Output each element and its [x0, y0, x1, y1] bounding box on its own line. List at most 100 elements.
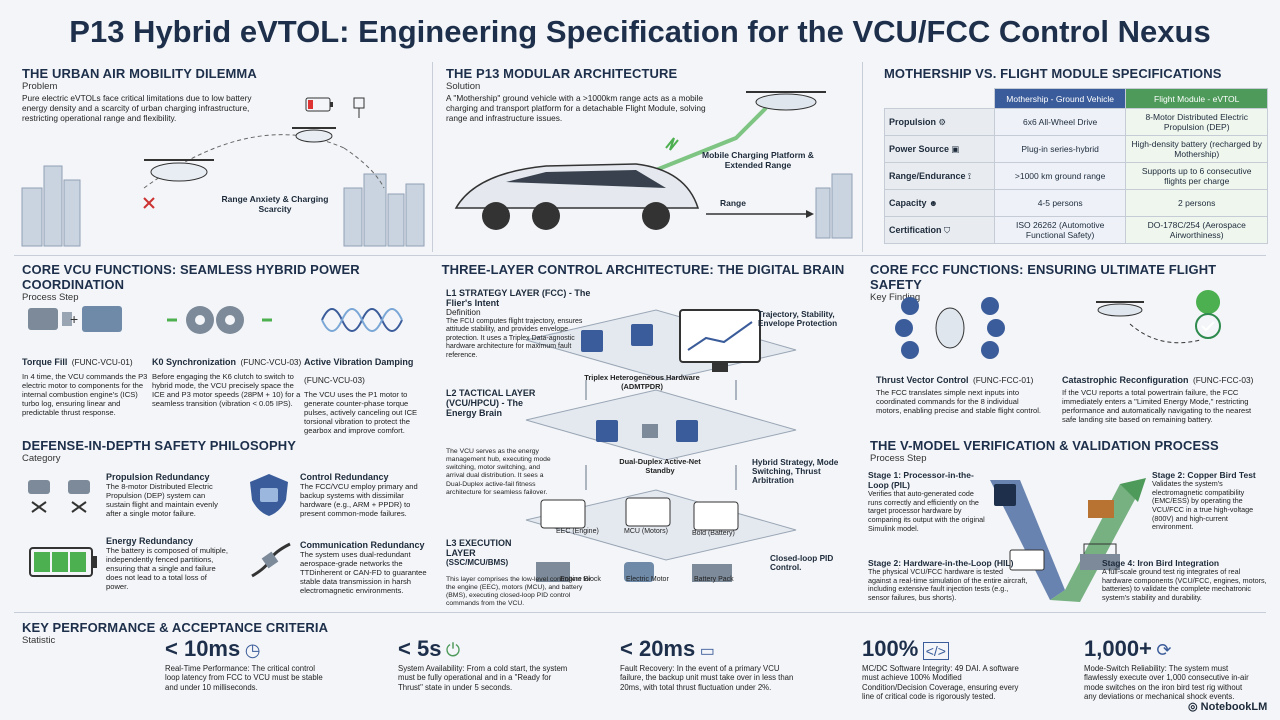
section-subtitle: Key Finding: [870, 292, 921, 303]
page-title: P13 Hybrid eVTOL: Engineering Specificat…: [69, 14, 1211, 49]
layer-side-label: Closed-loop PID Control.: [770, 554, 834, 572]
v-stage: Stage 2: Copper Bird Test Validates the …: [1152, 470, 1268, 532]
engine-block-icon: [536, 562, 570, 582]
modular-section: THE P13 MODULAR ARCHITECTURE Solution A …: [446, 66, 856, 124]
kpi-item: < 20ms ▭ Fault Recovery: In the event of…: [620, 636, 830, 692]
section-heading: CORE FCC FUNCTIONS: ENSURING ULTIMATE FL…: [870, 262, 1217, 292]
vcu-section: CORE VCU FUNCTIONS: SEAMLESS HYBRID POWE…: [22, 262, 442, 303]
plane-landing-icon: [1096, 301, 1144, 317]
code-icon: </>: [922, 642, 949, 660]
vcu-item: K0 Synchronization (FUNC-VCU-03) Before …: [152, 352, 302, 408]
layer-text: The FCU computes flight trajectory, ensu…: [446, 317, 583, 359]
stage-text: Validates the system's electromagnetic c…: [1152, 479, 1254, 532]
kpi-text: Mode-Switch Reliability: The system must…: [1084, 664, 1249, 702]
engine-icon: ▣: [951, 143, 960, 154]
spec-table: Mothership - Ground Vehicle Flight Modul…: [884, 88, 1268, 244]
divider: [432, 62, 433, 252]
clock-icon: ◷: [244, 640, 261, 660]
layer-title: L2 TACTICAL LAYER (VCU/HPCU) - The Energ…: [446, 388, 536, 418]
ground-vehicle-icon: [454, 163, 700, 230]
flight-module-icon: [746, 91, 826, 111]
kpi-text: System Availability: From a cold start, …: [398, 664, 568, 692]
notebook-icon: ◎: [1188, 701, 1198, 713]
safety-item: Communication Redundancy The system uses…: [300, 540, 428, 596]
kpi-value: 100%: [862, 636, 919, 661]
chip-icon: [581, 324, 698, 442]
shield-icon: [244, 470, 294, 520]
range-label: Range: [720, 198, 746, 208]
wheel-icon: ⚙: [938, 116, 946, 127]
item-title: Active Vibration Damping: [304, 357, 414, 367]
cell: ISO 26262 (Automotive Functional Safety): [993, 216, 1127, 244]
battery-icon: [28, 544, 100, 580]
part-label: Battery Pack: [694, 576, 734, 583]
layer-title: L3 EXECUTION LAYER: [446, 538, 512, 558]
kpi-section: KEY PERFORMANCE & ACCEPTANCE CRITERIA St…: [22, 620, 422, 646]
layer-text: The VCU serves as the energy management …: [446, 448, 551, 496]
table-row: Power Source ▣ Plug-in series-hybrid Hig…: [884, 135, 1268, 163]
table-header-ground: Mothership - Ground Vehicle: [993, 88, 1127, 109]
divider: [14, 612, 1266, 613]
low-battery-icon: [305, 97, 333, 112]
item-title: Communication Redundancy: [300, 540, 425, 550]
item-text: The 8-motor Distributed Electric Propuls…: [106, 482, 218, 519]
module-label: MCU (Motors): [624, 528, 668, 535]
item-text: In 4 time, the VCU commands the P3 elect…: [22, 372, 148, 418]
layer-l2: L2 TACTICAL LAYER (VCU/HPCU) - The Energ…: [446, 388, 546, 418]
safety-section: DEFENSE-IN-DEPTH SAFETY PHILOSOPHY Categ…: [22, 438, 442, 464]
stage-text: Verifies that auto-generated code runs c…: [868, 489, 985, 533]
item-title: Thrust Vector Control: [876, 375, 969, 385]
section-subtitle: Process Step: [22, 292, 79, 303]
v-stage: Stage 1: Processor-in-the-Loop (PIL) Ver…: [868, 470, 986, 533]
switch-icon: [642, 424, 658, 438]
layer-plate-l2: [525, 389, 797, 461]
kpi-text: MC/DC Software Integrity: 49 DAI. A soft…: [862, 664, 1019, 702]
layer-side-label: Hybrid Strategy, Mode Switching, Thrust …: [752, 458, 839, 485]
vcu-icons: +: [28, 306, 403, 334]
kpi-value: < 10ms: [165, 636, 241, 661]
lightning-icon: [665, 137, 679, 151]
dilemma-caption: Range Anxiety & Charging Scarcity: [221, 194, 329, 214]
item-title: Control Redundancy: [300, 472, 389, 482]
layer-text: This layer comprises the low-level contr…: [446, 576, 592, 608]
row-label: Power Source: [889, 143, 950, 154]
table-header-flight: Flight Module - eVTOL: [1125, 88, 1268, 109]
cell: 6x6 All-Wheel Drive: [993, 108, 1127, 136]
monitor-icon: [679, 309, 761, 372]
stage-title: Stage 4: Iron Bird Integration: [1102, 558, 1220, 568]
battery-pack-icon: [692, 564, 732, 582]
row-label: Propulsion: [889, 116, 936, 127]
vcu-item: Torque Fill (FUNC-VCU-01) In 4 time, the…: [22, 352, 152, 418]
section-subtitle: Category: [22, 453, 61, 464]
layer-hardware: Dual-Duplex Active-Net Standby: [619, 457, 701, 475]
part-label: Electric Motor: [626, 576, 669, 583]
layer-l3: L3 EXECUTION LAYER (SSC/MCU/BMS): [446, 538, 542, 567]
row-label: Range/Endurance: [889, 170, 966, 181]
item-code: (FUNC-VCU-03): [304, 375, 365, 385]
layer-side-label: Trajectory, Stability, Envelope Protecti…: [758, 310, 838, 328]
item-title: Catastrophic Reconfiguration: [1062, 375, 1189, 385]
section-subtitle: Process Step: [870, 453, 927, 464]
section-text: Pure electric eVTOLs face critical limit…: [22, 93, 252, 123]
module-label: EEC (Engine): [556, 528, 599, 535]
fcc-item: Catastrophic Reconfiguration (FUNC-FCC-0…: [1062, 370, 1262, 424]
stage-title: Stage 2: Copper Bird Test: [1152, 470, 1256, 480]
section-heading: THE V-MODEL VERIFICATION & VALIDATION PR…: [870, 438, 1219, 453]
copper-bird-icon: [1088, 500, 1114, 518]
item-title: Torque Fill: [22, 357, 68, 367]
cell: Supports up to 6 consecutive flights per…: [1125, 162, 1268, 190]
item-title: K0 Synchronization: [152, 357, 237, 367]
storage-icon: ▭: [699, 643, 715, 660]
row-label: Certification: [889, 224, 942, 235]
item-code: (FUNC-VCU-03): [240, 357, 302, 367]
fcc-illustration: [895, 290, 1221, 359]
section-heading: THREE-LAYER CONTROL ARCHITECTURE: THE DI…: [441, 262, 845, 277]
layer-l1: L1 STRATEGY LAYER (FCC) - The Flier's In…: [446, 288, 596, 360]
brand-logo: ◎ NotebookLM: [1188, 700, 1267, 713]
layer-stack-illustration: [525, 309, 797, 582]
divider: [862, 62, 863, 252]
electric-motor-icon: [624, 562, 654, 582]
cycle-icon: ⟳: [1156, 640, 1172, 660]
table-row: Range/Endurance ⟟ >1000 km ground range …: [884, 162, 1268, 190]
item-code: (FUNC-FCC-01): [972, 375, 1034, 385]
